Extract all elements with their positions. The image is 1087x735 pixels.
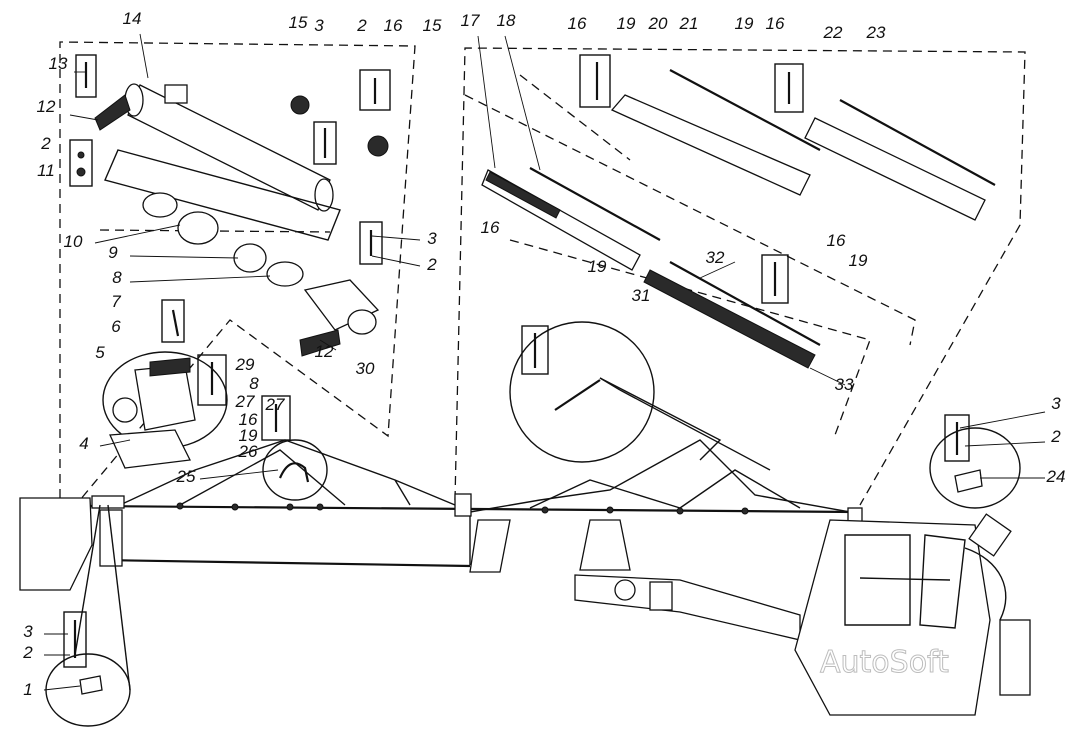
callout-c17: 17 [461, 11, 480, 30]
callout-c10: 10 [64, 232, 83, 251]
callout-c8a: 8 [112, 268, 122, 287]
rail-20-21 [579, 54, 821, 196]
callout-c27a: 27 [235, 392, 255, 411]
callout-c1: 1 [23, 680, 32, 699]
callout-c26: 26 [238, 442, 258, 461]
callout-c18: 18 [497, 11, 516, 30]
leader-lines [43, 33, 1046, 691]
callout-c19b: 19 [617, 14, 636, 33]
callout-c5: 5 [95, 343, 105, 362]
clip-31-circle [509, 321, 655, 463]
callout-c23: 23 [866, 23, 886, 42]
bracket-assembly-30 [299, 279, 380, 357]
callout-c2d: 2 [1050, 427, 1061, 446]
callout-c24: 24 [1046, 467, 1066, 486]
callout-c16a: 16 [384, 16, 403, 35]
callout-c16b: 16 [239, 410, 258, 429]
clip-1-circle [45, 504, 131, 727]
callout-c12a: 12 [37, 97, 56, 116]
clamp-25-circle [262, 439, 328, 501]
callout-c3b: 3 [427, 229, 437, 248]
callout-c2e: 2 [22, 643, 33, 662]
callout-c9: 9 [108, 243, 118, 262]
callout-c20: 20 [648, 14, 668, 33]
mount-bracket-4 [102, 351, 228, 469]
callout-c21: 21 [679, 14, 699, 33]
bracket-12-top [94, 94, 131, 131]
callout-c33: 33 [835, 375, 854, 394]
callout-c3a: 3 [314, 16, 324, 35]
callout-c2c: 2 [426, 255, 437, 274]
callout-c6: 6 [111, 317, 121, 336]
rail-22-23 [774, 63, 996, 221]
callout-c4: 4 [79, 434, 88, 453]
callout-c30: 30 [356, 359, 375, 378]
callout-c11: 11 [37, 161, 55, 180]
callout-c14: 14 [123, 9, 142, 28]
callout-c31: 31 [632, 286, 651, 305]
callout-c13: 13 [49, 54, 68, 73]
callout-c19c: 19 [735, 14, 754, 33]
rail-17-18 [481, 167, 661, 271]
rail-32-33 [643, 254, 821, 369]
callout-c27b: 27 [265, 395, 285, 414]
callout-c3c: 3 [1051, 394, 1061, 413]
callout-c16c: 16 [568, 14, 587, 33]
callout-c8b: 8 [249, 374, 259, 393]
callout-c12b: 12 [315, 342, 334, 361]
watermark-text: AutoSoft [820, 645, 949, 680]
callout-c7: 7 [111, 292, 121, 311]
callout-c3d: 3 [23, 622, 33, 641]
callout-c19a: 19 [239, 426, 258, 445]
callout-c19e: 19 [588, 257, 607, 276]
callout-c2b: 2 [40, 134, 51, 153]
boom-assembly [19, 377, 863, 641]
callout-c29: 29 [235, 355, 255, 374]
callout-c32: 32 [706, 248, 725, 267]
callout-c16e: 16 [481, 218, 500, 237]
callout-c22: 22 [823, 23, 843, 42]
bushings-group [104, 149, 341, 287]
callout-c16d: 16 [766, 14, 785, 33]
callout-c16f: 16 [827, 231, 846, 250]
dashed-group-left [59, 41, 416, 501]
clip-24-circle [929, 414, 1021, 509]
tube-14 [124, 83, 334, 212]
callout-c15b: 15 [423, 16, 442, 35]
callout-c2a: 2 [356, 16, 367, 35]
callout-c19d: 19 [849, 251, 868, 270]
bolts-left [69, 54, 391, 441]
dashed-group-right [454, 47, 1026, 506]
callout-c25: 25 [176, 467, 196, 486]
cab [794, 513, 1031, 716]
callout-c15a: 15 [289, 13, 308, 32]
